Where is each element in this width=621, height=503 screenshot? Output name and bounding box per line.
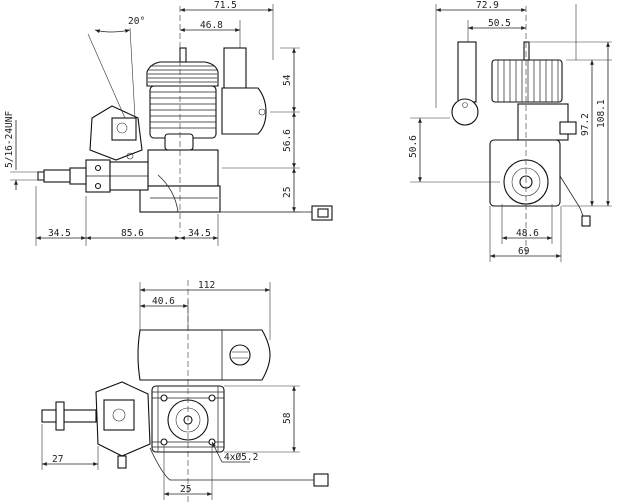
dim-front-top-overall: 72.9 xyxy=(476,0,499,11)
dim-front-top-inner: 50.5 xyxy=(488,18,511,29)
dim-side-height-lower: 25 xyxy=(282,187,293,198)
dim-top-inner: 40.6 xyxy=(152,296,175,307)
dim-top-height: 58 xyxy=(282,412,293,424)
dim-front-height-outer: 108.1 xyxy=(596,99,607,128)
top-view: 112 40.6 58 4xØ5.2 27 25 xyxy=(41,280,329,503)
front-view: 72.9 50.5 108.1 97.2 50.6 48.6 xyxy=(408,0,612,262)
side-view: 71.5 46.8 20° 54 56.6 25 5/ xyxy=(4,0,333,246)
dim-front-height-inner: 97.2 xyxy=(580,113,591,136)
dim-side-height-upper: 54 xyxy=(282,74,293,86)
dim-side-top-inner: 46.8 xyxy=(200,20,223,31)
dim-side-thread: 5/16-24UNF xyxy=(4,111,15,168)
dim-side-bottom-right: 34.5 xyxy=(188,228,211,239)
dim-front-bottom-inner: 48.6 xyxy=(516,228,539,239)
dim-top-overall: 112 xyxy=(198,280,215,291)
dim-front-bottom-overall: 69 xyxy=(518,246,530,257)
dim-front-height-left: 50.6 xyxy=(408,135,419,158)
top-view-engine-outline xyxy=(41,329,329,487)
dim-side-height-middle: 56.6 xyxy=(282,129,293,152)
side-view-engine-outline xyxy=(37,47,333,221)
front-view-engine-outline xyxy=(451,41,591,227)
dim-top-bottom-right: 25 xyxy=(180,484,191,495)
dim-top-holes: 4xØ5.2 xyxy=(224,452,258,463)
dim-side-bottom-middle: 85.6 xyxy=(121,228,144,239)
dim-side-top-overall: 71.5 xyxy=(214,0,237,11)
dim-side-bottom-left: 34.5 xyxy=(48,228,71,239)
dim-side-angle: 20° xyxy=(128,16,145,27)
dim-top-bottom-left: 27 xyxy=(52,454,63,465)
